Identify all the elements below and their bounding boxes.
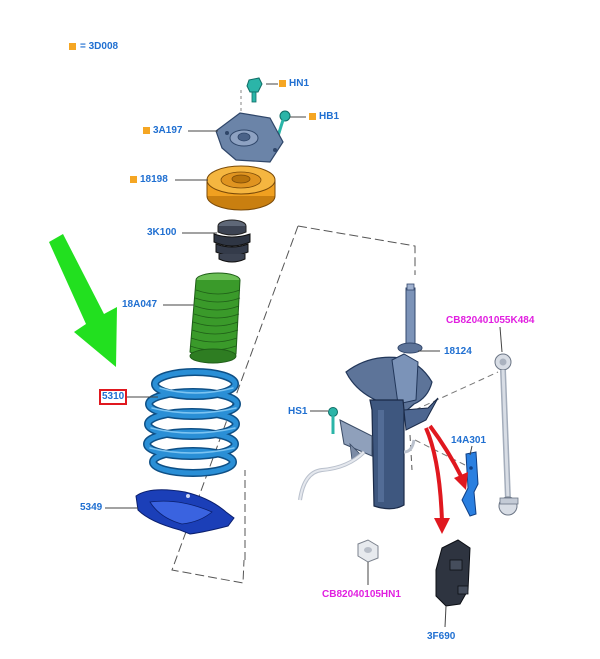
hb1-marker-icon bbox=[309, 113, 316, 120]
label-bump-stop[interactable]: 3K100 bbox=[147, 227, 177, 238]
hn1-nut-part bbox=[246, 77, 263, 103]
top-mount-marker-icon bbox=[143, 127, 150, 134]
spring-seat-part bbox=[135, 489, 235, 535]
stabilizer-link-part bbox=[494, 353, 519, 516]
label-top-mount[interactable]: 3A197 bbox=[153, 125, 183, 136]
green-arrow-icon bbox=[49, 234, 117, 367]
strut-part bbox=[298, 283, 439, 510]
label-nut[interactable]: CB82040105HN1 bbox=[322, 589, 401, 600]
bearing-marker-icon bbox=[130, 176, 137, 183]
label-stabilizer-link[interactable]: CB820401055K484 bbox=[446, 315, 535, 326]
label-dust-boot[interactable]: 18A047 bbox=[122, 299, 158, 310]
label-hn1[interactable]: HN1 bbox=[289, 78, 310, 89]
bump-stop-part bbox=[213, 219, 251, 263]
coil-spring-part bbox=[143, 368, 241, 477]
nut-part bbox=[357, 539, 379, 563]
bracket-part bbox=[461, 451, 479, 517]
label-spring-seat[interactable]: 5349 bbox=[80, 502, 103, 513]
leader-lines bbox=[105, 83, 503, 628]
legend-text: = 3D008 bbox=[80, 41, 119, 52]
legend-marker-icon bbox=[69, 43, 76, 50]
label-strut[interactable]: 18124 bbox=[444, 346, 472, 357]
hs1-bolt-part bbox=[328, 407, 338, 434]
label-hs1[interactable]: HS1 bbox=[288, 406, 308, 417]
hn1-marker-icon bbox=[279, 80, 286, 87]
assembly-outline bbox=[297, 225, 416, 275]
label-bearing[interactable]: 18198 bbox=[140, 174, 168, 185]
hb1-bolt-part bbox=[276, 110, 291, 137]
label-sensor[interactable]: 3F690 bbox=[427, 631, 456, 642]
label-spring-highlighted[interactable]: 5310 bbox=[98, 389, 128, 405]
top-mount-part bbox=[215, 112, 284, 163]
label-hb1[interactable]: HB1 bbox=[319, 111, 340, 122]
sensor-part bbox=[435, 539, 471, 607]
red-arrow-icon bbox=[424, 424, 468, 534]
label-bracket[interactable]: 14A301 bbox=[451, 435, 487, 446]
dust-boot-part bbox=[189, 272, 241, 364]
bearing-part bbox=[206, 165, 276, 211]
